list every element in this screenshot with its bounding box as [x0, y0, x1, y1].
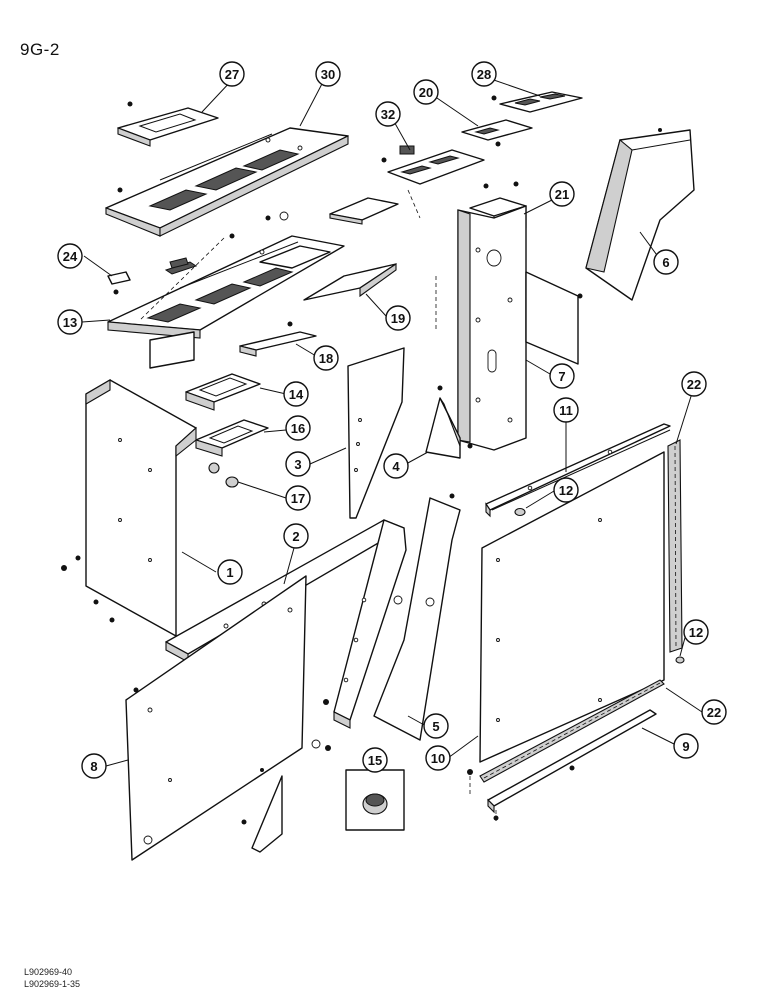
svg-text:19: 19 — [391, 311, 405, 326]
svg-text:16: 16 — [291, 421, 305, 436]
part-3-gusset — [347, 347, 405, 519]
svg-text:8: 8 — [90, 759, 97, 774]
part-22-seal-vertical — [667, 439, 683, 653]
svg-text:12: 12 — [559, 483, 573, 498]
part-12-screw-top — [514, 507, 526, 517]
callout-19: 19 — [385, 305, 411, 331]
callout-22-top: 22 — [681, 371, 707, 397]
part-12-screw-side — [675, 656, 685, 664]
part-30-top-plate — [105, 127, 349, 237]
svg-text:5: 5 — [432, 719, 439, 734]
svg-text:32: 32 — [381, 107, 395, 122]
callout-22-bottom: 22 — [701, 699, 727, 725]
part-16-tray — [195, 419, 269, 474]
callout-14: 14 — [283, 381, 309, 407]
svg-text:24: 24 — [63, 249, 78, 264]
callout-9: 9 — [673, 733, 699, 759]
svg-text:18: 18 — [319, 351, 333, 366]
callout-12-side: 12 — [683, 619, 709, 645]
callout-16: 16 — [285, 415, 311, 441]
part-28-plate — [491, 91, 583, 113]
part-22-seal-bottom — [479, 679, 665, 783]
part-15-grommet — [345, 769, 405, 831]
callout-27: 27 — [219, 61, 245, 87]
callout-24: 24 — [57, 243, 83, 269]
callout-5: 5 — [423, 713, 449, 739]
page-code: 9G-2 — [20, 40, 60, 59]
part-9-rail — [467, 709, 657, 822]
svg-text:14: 14 — [289, 387, 304, 402]
callout-28: 28 — [471, 61, 497, 87]
svg-text:10: 10 — [431, 751, 445, 766]
callout-10: 10 — [425, 745, 451, 771]
part-20-plate — [461, 119, 533, 147]
part-1-side-box — [61, 379, 197, 637]
callout-17: 17 — [285, 485, 311, 511]
figure-code-2: L902969-1-35 — [24, 979, 81, 989]
part-5-post — [373, 493, 461, 741]
svg-text:27: 27 — [225, 67, 239, 82]
svg-text:3: 3 — [294, 457, 301, 472]
svg-text:15: 15 — [368, 753, 382, 768]
part-2-frame — [165, 519, 407, 729]
part-13-mid-plate — [107, 235, 345, 369]
svg-text:22: 22 — [707, 705, 721, 720]
part-32-plate — [381, 145, 485, 185]
svg-text:6: 6 — [662, 255, 669, 270]
svg-text:20: 20 — [419, 85, 433, 100]
callout-18: 18 — [313, 345, 339, 371]
svg-text:9: 9 — [682, 739, 689, 754]
part-4-gusset — [425, 385, 473, 459]
svg-text:30: 30 — [321, 67, 335, 82]
callout-13: 13 — [57, 309, 83, 335]
part-17-grommet — [225, 476, 239, 488]
svg-text:21: 21 — [555, 187, 569, 202]
callout-6: 6 — [653, 249, 679, 275]
callout-20: 20 — [413, 79, 439, 105]
callout-4: 4 — [383, 453, 409, 479]
svg-text:17: 17 — [291, 491, 305, 506]
callout-21: 21 — [549, 181, 575, 207]
callouts: 27 30 28 20 32 21 6 24 13 19 18 7 22 14 … — [57, 61, 727, 779]
callout-3: 3 — [285, 451, 311, 477]
svg-text:7: 7 — [558, 369, 565, 384]
part-6-duct — [585, 128, 695, 301]
part-7-tall-support — [457, 181, 583, 451]
callout-32: 32 — [375, 101, 401, 127]
callout-11: 11 — [553, 397, 579, 423]
part-11-rail — [485, 423, 671, 518]
svg-text:11: 11 — [559, 403, 573, 418]
callout-30: 30 — [315, 61, 341, 87]
svg-text:28: 28 — [477, 67, 491, 82]
part-10-panel — [479, 451, 665, 763]
callout-7: 7 — [549, 363, 575, 389]
part-24-clip — [107, 211, 289, 295]
svg-text:2: 2 — [292, 529, 299, 544]
part-14-tray — [185, 373, 261, 411]
figure-code-1: L902969-40 — [24, 967, 73, 977]
callout-8: 8 — [81, 753, 107, 779]
svg-text:4: 4 — [392, 459, 400, 474]
callout-15: 15 — [362, 747, 388, 773]
svg-text:22: 22 — [687, 377, 701, 392]
svg-text:12: 12 — [689, 625, 703, 640]
part-19-bracket — [303, 262, 397, 301]
part-18-bracket — [239, 321, 317, 357]
svg-text:13: 13 — [63, 315, 77, 330]
part-8-panel — [125, 575, 331, 861]
callout-2: 2 — [283, 523, 309, 549]
part-27-bracket — [117, 101, 219, 147]
part-small-angle — [329, 197, 399, 225]
svg-text:1: 1 — [226, 565, 233, 580]
callout-12-top: 12 — [553, 477, 579, 503]
callout-1: 1 — [217, 559, 243, 585]
